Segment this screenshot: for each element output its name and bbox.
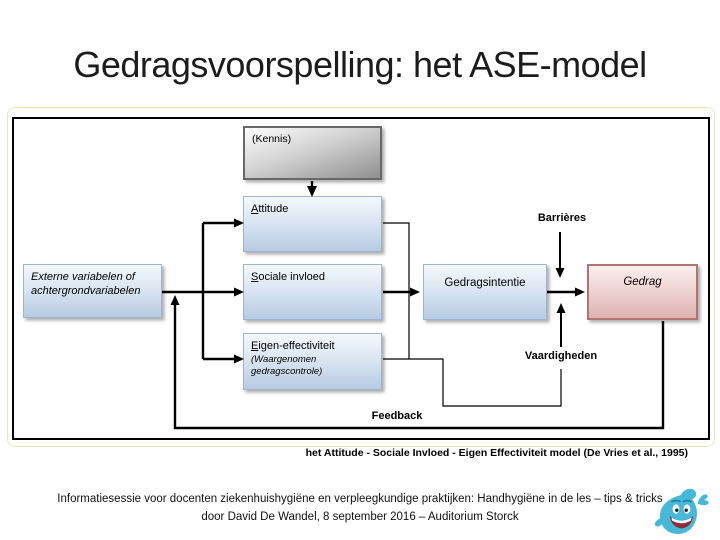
box-sociale-invloed: Sociale invloed [243,264,382,320]
box-attitude-label: Attitude [251,203,289,215]
box-kennis-label: (Kennis) [252,133,292,145]
box-gedrag-label: Gedrag [623,276,662,288]
footer-author-date: door David De Wandel, 8 september 2016 –… [201,511,519,523]
box-gedrag: Gedrag [587,264,698,320]
label-vaardigheden: Vaardigheden [505,350,617,362]
slide-title: Gedragsvoorspelling: het ASE-model [73,44,647,85]
box-attitude: Attitude [243,196,382,252]
mascot-mouth [670,516,693,529]
box-eigen-effectiviteit-label: Eigen-effectiviteit [251,340,335,352]
box-externe-variabelen: Externe variabelen of achtergrondvariabe… [23,264,162,318]
label-barrieres: Barrières [537,212,587,224]
placeholder-frame [7,107,715,447]
mascot-eyes [672,504,691,514]
label-feedback: Feedback [371,410,423,422]
model-caption: het Attitude - Sociale Invloed - Eigen E… [305,447,688,459]
box-externe-variabelen-label: Externe variabelen of achtergrondvariabe… [31,271,141,298]
water-drop-mascot-icon [654,488,709,534]
footer-session-info: Informatiesessie voor docenten ziekenhui… [57,493,663,505]
box-eigen-effectiviteit: Eigen-effectiviteit (Waargenomen gedrags… [243,333,382,390]
box-gedragsintentie: Gedragsintentie [423,264,547,320]
box-sociale-invloed-label: Sociale invloed [251,271,325,283]
mascot-right-hand [698,494,709,506]
box-eigen-effectiviteit-sublabel: (Waargenomen gedragscontrole) [251,354,323,378]
box-kennis: (Kennis) [243,126,382,180]
mascot-eyebrows [671,499,692,503]
box-gedragsintentie-label: Gedragsintentie [444,277,526,289]
